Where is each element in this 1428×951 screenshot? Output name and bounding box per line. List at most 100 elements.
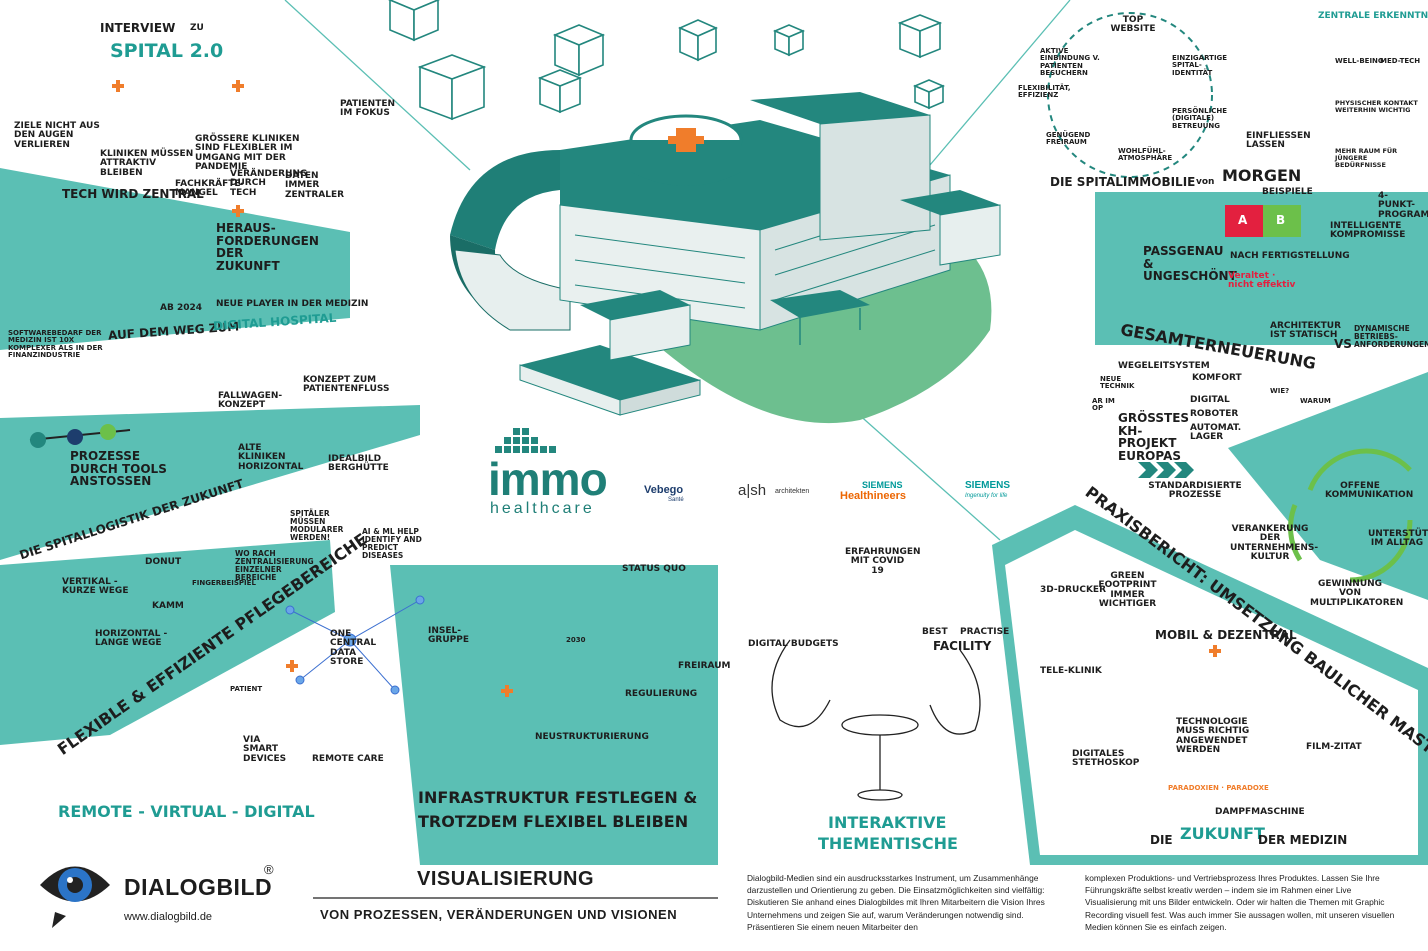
daten-label: Daten immer zentraler [285,171,345,200]
band-spitallogistik [0,405,420,560]
genuegend-label: Genügend Freiraum [1046,131,1091,147]
footer-title: VISUALISIERUNG [417,868,595,890]
floating-cubes [387,0,946,121]
nach-fertigstellung-label: Nach Fertigstellung [1230,251,1350,261]
dialogbild-url[interactable]: www.dialogbild.de [124,911,213,923]
zukunft-medizin-label-3: der Medizin [1258,833,1348,847]
fingerbeispiel-label: Fingerbeispiel [192,579,256,587]
infrastruktur-label-1: Infrastruktur festlegen & [418,788,698,807]
remote-virtual-label: Remote - Virtual - Digital [58,802,315,821]
one-central-label: One central data store [330,629,377,668]
roboter-label: Roboter [1190,409,1239,419]
vier-punkt-label: 4-Punkt-Programm [1378,191,1428,220]
vs-label: VS [1334,337,1352,351]
mehr-raum-label: Mehr Raum für jüngere Bedürfnisse [1335,147,1398,169]
groesstes-label: Größtes KH-Projekt Europas [1118,411,1190,463]
band-infrastruktur [390,565,718,865]
digital-budgets-label: Digital Budgets [748,639,839,649]
wie-label: Wie? [1270,387,1290,395]
medtech-label: Med-Tech [1380,57,1421,65]
freiraum-label: Freiraum [678,661,731,671]
digitales-stethoskop-label: Digitales Stethoskop [1072,749,1140,769]
erfahrungen-label: Erfahrungen mit Covid 19 [845,547,921,576]
year-2030-label: 2030 [566,636,586,644]
herausforderungen-label: Heraus-forderungen der Zukunft [216,221,319,273]
band-digital-hospital [0,168,350,350]
remote-care-label: Remote Care [312,754,384,764]
practise-label: Practise [960,627,1010,637]
beispiele-label: Beispiele [1262,187,1313,197]
digital-label: Digital [1190,395,1230,405]
mobil-label: Mobil & dezentral [1155,628,1297,642]
spitalimmobilie-ring [1047,12,1213,178]
architektur-label: Architektur ist statisch [1270,321,1342,341]
dynamische-label: Dynamische Betriebs-anforderungen [1354,324,1428,349]
donut-label: Donut [145,557,182,567]
einzigartige-label: Einzigartige Spital-Identität [1172,54,1228,77]
dampfmaschine-label: Dampfmaschine [1215,807,1305,817]
aktive-einbindung-label: Aktive Einbindung v. Patienten besuchern [1040,47,1100,78]
zu-label: zu [190,23,204,33]
partner-siemens-sub: Ingenuity for life [965,493,1008,499]
infrastruktur-label-2: trotzdem flexibel bleiben [418,812,689,831]
interactive-table-illustration [771,639,981,801]
passgenau-label: Passgenau & ungeschönt [1143,244,1237,284]
technologie-label: Technologie muss richtig angewendet werd… [1176,717,1250,756]
ar-op-label: AR im OP [1092,397,1115,413]
kommunikation-cycle [1288,448,1413,583]
partner-vebego: Vebego [644,484,684,496]
spitaeler-modular-label: Spitäler müssen modularer werden! [290,509,344,542]
process-dots [29,424,131,448]
morgen-label: Morgen [1222,166,1302,185]
physischer-kontakt-label: Physischer Kontakt weiterhin wichtig [1335,99,1418,114]
immo-logo-pixels [495,428,556,453]
band-pflegebereiche [0,540,335,745]
unterstuetzung-label: Unterstützung im Alltag [1368,529,1428,549]
footer-text-left: Dialogbild-Medien sind ein ausdrucksstar… [747,873,1045,932]
hospital-building-illustration [450,92,1001,424]
ziele-label: Ziele nicht aus den Augen verlieren [14,121,100,150]
dialogbild-registered: ® [264,862,274,877]
band-kommunikation [1228,372,1428,600]
offene-kommunikation-label: Offene Kommunikation [1325,481,1414,501]
best-label: Best [922,627,948,637]
dialogbild-name: DIALOGBILD [124,874,273,900]
via-smart-label: via smart devices [243,735,287,764]
immo-logo-sub: healthcare [490,500,595,517]
zentrale-erkenntnisse-label: Zentrale Erkenntnisse [1318,11,1428,21]
veraenderung-label: Veränderung durch Tech [230,169,308,198]
footer-subtitle: VON PROZESSEN, VERÄNDERUNGEN UND VISIONE… [320,907,678,922]
intelligente-kompromisse-label: Intelligente Kompromisse [1330,221,1406,241]
wegeleitsystem-label: Wegeleitsystem [1118,361,1210,371]
softwarebedarf-label: Softwarebedarf der Medizin ist 10x kompl… [8,329,103,360]
option-b-label: B [1276,213,1286,227]
top-website-label: Top Website [1110,15,1156,35]
veraltet-label: Veraltet · nicht effektiv [1228,271,1296,291]
dialogbild-eye-logo [40,866,110,928]
tele-klinik-label: Tele-Klinik [1040,666,1102,676]
flexibilitaet-label: Flexibilität, Effizienz [1018,84,1071,100]
standard-chevrons [1138,462,1194,478]
partner-vebego-sub: Santé [668,497,684,503]
automat-lager-label: Automat. Lager [1190,423,1242,443]
zukunft-medizin-label-2: Zukunft [1180,824,1265,843]
kamm-label: Kamm [152,601,184,611]
verankerung-label: Verankerung der Unternehmens-Kultur [1230,524,1319,563]
idealbild-label: Idealbild Berghütte [328,454,389,474]
paradoxien-label: Paradoxien · Paradoxe [1168,784,1269,792]
green-footprint-label: Green Footprint immer wichtiger [1098,571,1157,610]
interview-label: Interview [100,21,176,35]
zentralisierung-label: Wo rach Zentralisierung einzelner Bereic… [235,549,314,582]
neustrukturierung-label: Neustrukturierung [535,732,649,742]
option-a-box [1225,205,1263,237]
tech-zentral-label: Tech wird zentral [62,187,204,201]
komfort-label: Komfort [1192,373,1242,383]
partner-healthineers-sub: Healthineers [840,490,907,502]
horizontal-label: Horizontal - lange Wege [95,629,168,649]
gewinnung-label: Gewinnung von Multiplikatoren [1310,579,1404,608]
fachkraefte-label: Fachkräfte-Mangel [175,179,245,199]
wellbeing-label: Well-Being [1335,57,1384,65]
wohlfuehl-label: Wohlfühl-Atmosphäre [1118,147,1173,163]
neue-player-label: Neue Player in der Medizin [216,299,369,309]
ai-ml-label: AI & ML help identify and predict diseas… [362,527,422,560]
